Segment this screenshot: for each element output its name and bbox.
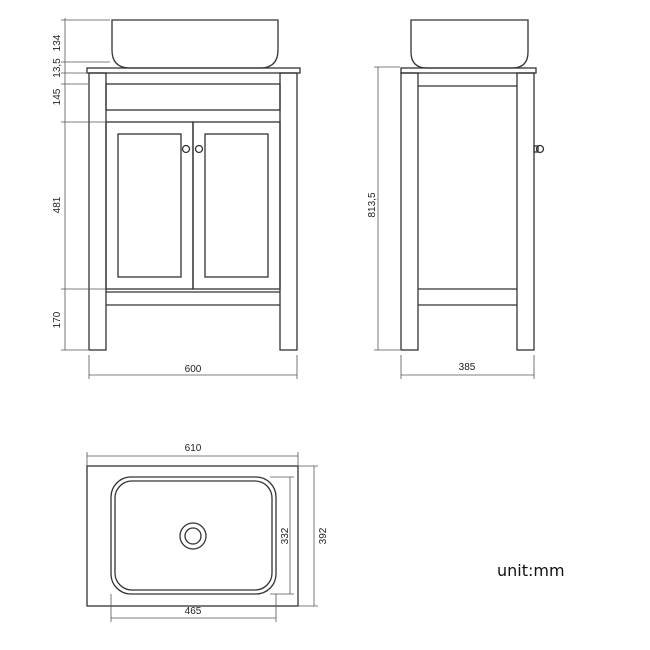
front-right-door-outer [192,121,281,290]
top-bowl-inner [114,480,273,591]
front-top-rail [105,83,281,111]
front-left-leg [88,72,107,351]
side-depth-dimension [400,355,535,379]
front-basin [111,19,279,69]
top-view [86,465,299,607]
dim-top-outer-width: 610 [185,443,202,454]
front-right-knob [194,144,204,154]
front-left-door-outer [105,121,194,290]
dim-rail-height: 145 [52,88,63,105]
front-countertop [86,67,301,74]
bowl-width-dimension [110,594,277,622]
front-right-leg [279,72,298,351]
side-back-leg [516,72,535,351]
dim-top-outer-depth: 392 [318,527,329,544]
top-width-dimension [86,452,299,466]
side-countertop [400,67,537,74]
side-knob [535,144,545,154]
front-width-dimension [88,355,298,379]
top-depth-dimension [298,465,318,607]
front-right-door-panel [204,133,269,278]
dim-bowl-depth: 332 [280,527,291,544]
dim-basin-height: 134 [52,34,63,51]
front-left-door-panel [117,133,182,278]
drain-outer [179,522,207,550]
drain-inner [184,527,202,545]
side-basin [410,19,529,69]
top-outer-outline [86,465,299,607]
dim-total-height: 813,5 [367,192,378,217]
unit-label: unit:mm [497,561,565,580]
front-left-knob [181,144,191,154]
dim-top-thickness: 13,5 [52,58,63,78]
dim-leg-height: 170 [52,311,63,328]
side-view [400,19,545,351]
dim-door-height: 481 [52,196,63,213]
front-height-dimension [61,18,110,351]
dim-side-depth: 385 [459,362,476,373]
front-view [86,19,301,351]
top-bowl-outer [110,476,277,595]
dim-bowl-width: 465 [185,606,202,617]
dim-front-width: 600 [185,364,202,375]
side-height-dimension [374,66,400,351]
side-knob-stem [533,145,539,153]
side-front-leg [400,72,419,351]
bowl-depth-dimension [270,476,294,595]
